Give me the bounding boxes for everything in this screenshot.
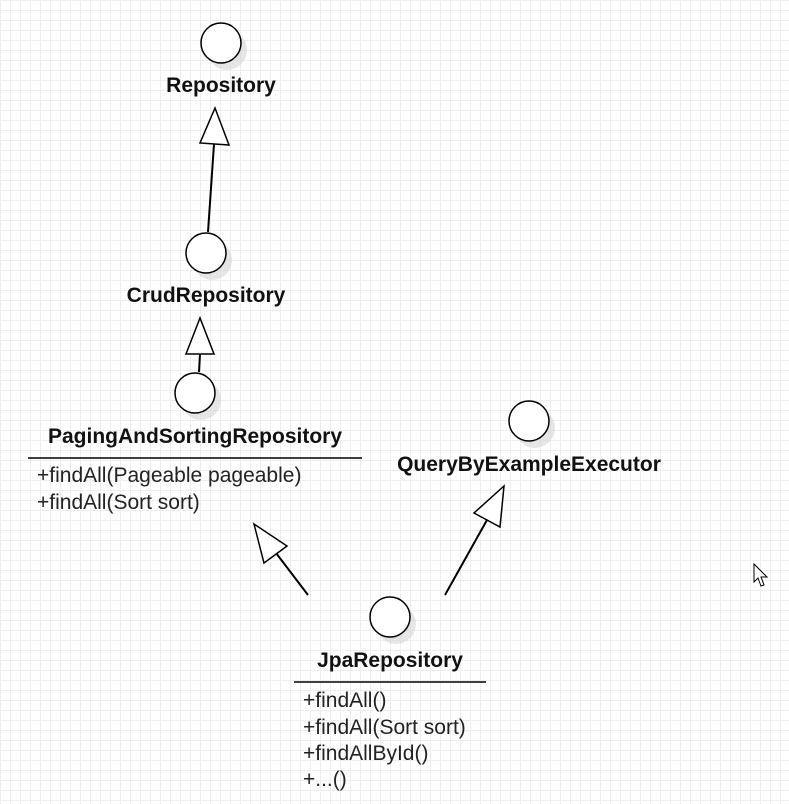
interface-repository[interactable]: Repository [166, 22, 276, 97]
repository-lollipop-icon [200, 22, 242, 64]
paging-lollipop-icon [174, 372, 216, 414]
interface-query-by-example-executor[interactable]: QueryByExampleExecutor [397, 400, 661, 476]
mouse-pointer-icon [753, 562, 769, 587]
paging-method-0: +findAll(Pageable pageable) [37, 464, 301, 487]
arrowhead-paging [252, 522, 289, 565]
jpa-method-2: +findAllById() [303, 742, 428, 765]
repository-label: Repository [166, 74, 276, 97]
jpa-method-1: +findAll(Sort sort) [303, 716, 466, 739]
jpa-method-0: +findAll() [303, 689, 386, 712]
paging-method-1: +findAll(Sort sort) [37, 491, 200, 514]
arrowhead-repository [198, 105, 231, 146]
edge-paging-to-crud[interactable] [198, 353, 201, 373]
edge-jpa-to-paging[interactable] [275, 552, 309, 596]
arrowhead-crud [184, 315, 216, 355]
crud-lollipop-icon [185, 232, 227, 274]
edge-jpa-to-qbe[interactable] [444, 519, 488, 596]
jpa-lollipop-icon [369, 596, 411, 638]
qbe-lollipop-icon [508, 400, 550, 442]
paging-label: PagingAndSortingRepository [48, 425, 342, 448]
jpa-label: JpaRepository [317, 649, 463, 672]
inheritance-edges [184, 105, 505, 596]
interface-crud-repository[interactable]: CrudRepository [127, 232, 286, 307]
jpa-method-3: +...() [303, 768, 347, 791]
interface-jpa-repository[interactable]: JpaRepository +findAll() +findAll(Sort s… [294, 596, 486, 791]
arrowhead-qbe [472, 484, 505, 529]
qbe-label: QueryByExampleExecutor [397, 453, 661, 476]
edge-crud-to-repository[interactable] [207, 143, 215, 233]
crud-label: CrudRepository [127, 284, 286, 307]
interface-paging-and-sorting-repository[interactable]: PagingAndSortingRepository +findAll(Page… [28, 372, 362, 514]
